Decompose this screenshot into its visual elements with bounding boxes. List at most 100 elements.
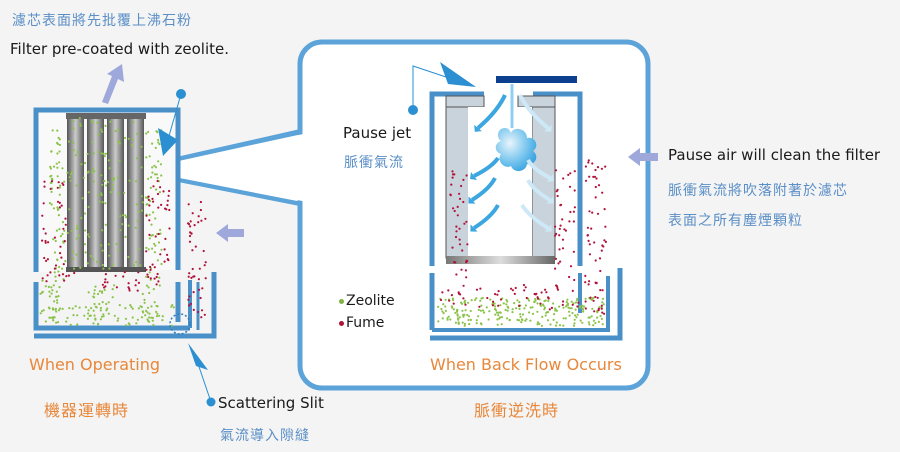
fume-particle [587, 159, 590, 162]
zeolite-particle [59, 235, 63, 238]
zeolite-particle [121, 214, 124, 217]
fume-particle [451, 170, 454, 173]
fume-particle [41, 277, 44, 280]
zeolite-particle [157, 141, 160, 144]
zeolite-particle [56, 321, 60, 324]
fume-particle [187, 275, 190, 278]
zeolite-particle [52, 319, 55, 322]
zeolite-particle [107, 312, 110, 315]
fume-particle [564, 229, 568, 232]
zeolite-particle [444, 309, 447, 312]
zeolite-particle [86, 152, 89, 156]
zeolite-particle [130, 305, 133, 309]
zeolite-particle [61, 267, 64, 270]
fume-particle [152, 200, 155, 203]
zeolite-particle [118, 159, 121, 162]
fume-particle [556, 286, 559, 290]
zeolite-particle [519, 313, 522, 316]
fume-particle [441, 291, 444, 294]
fume-particle [475, 288, 479, 291]
zeolite-particle [68, 208, 71, 211]
zeolite-particle [451, 299, 455, 302]
zeolite-particle [469, 318, 472, 321]
zeolite-particle [518, 301, 521, 304]
zeolite-particle [112, 177, 115, 180]
fume-particle [188, 272, 191, 275]
zeolite-particle [87, 291, 90, 294]
zeolite-particle [582, 310, 585, 313]
zeolite-particle [590, 315, 593, 318]
zeolite-particle [141, 292, 144, 296]
zeolite-particle [58, 143, 62, 146]
fume-particle [166, 253, 169, 256]
zeolite-particle [555, 321, 558, 324]
zeolite-particle [145, 284, 149, 287]
zeolite-particle [146, 311, 149, 314]
zeolite-particle [103, 155, 106, 158]
zeolite-particle [115, 243, 118, 246]
zeolite-particle [442, 303, 445, 306]
zeolite-particle [97, 150, 100, 153]
zeolite-particle [148, 237, 151, 240]
fume-particle [525, 296, 528, 300]
zeolite-particle [52, 238, 55, 241]
fume-particle [573, 206, 577, 209]
fume-particle [166, 204, 169, 207]
zeolite-particle [553, 313, 556, 316]
zeolite-particle [170, 305, 173, 308]
zeolite-particle [71, 307, 74, 310]
zeolite-particle [136, 219, 139, 223]
zeolite-particle [156, 259, 159, 262]
fume-particle [586, 226, 590, 229]
zeolite-particle [69, 173, 73, 176]
fume-particle [600, 307, 603, 310]
zeolite-particle [111, 263, 114, 266]
zeolite-particle [506, 317, 509, 320]
zeolite-particle [138, 247, 141, 250]
zeolite-particle [148, 271, 151, 274]
fume-particle [569, 172, 572, 175]
fume-particle [594, 196, 597, 199]
scattering-slit-label-en: Scattering Slit [218, 394, 324, 412]
fume-particle [461, 249, 464, 252]
zeolite-particle [49, 175, 52, 178]
fume-particle [458, 238, 461, 241]
zeolite-particle [590, 298, 594, 301]
zeolite-particle [601, 297, 605, 300]
zeolite-particle [536, 302, 539, 305]
fume-particle [58, 201, 61, 204]
fume-particle [134, 284, 137, 287]
fume-particle [462, 200, 465, 204]
zeolite-particle [148, 316, 151, 319]
fume-particle [145, 268, 148, 271]
zeolite-particle [127, 255, 130, 259]
fume-particle [568, 220, 571, 223]
fume-particle [187, 223, 191, 226]
zeolite-dot-icon [339, 298, 344, 304]
zeolite-particle [99, 318, 102, 321]
fume-particle [204, 277, 207, 280]
zeolite-particle [56, 208, 60, 211]
fume-particle [594, 185, 597, 189]
zeolite-particle [55, 295, 58, 298]
zeolite-particle [544, 299, 547, 302]
zeolite-particle [117, 192, 120, 195]
zeolite-particle [463, 299, 467, 302]
zeolite-particle [144, 314, 147, 317]
zeolite-particle [72, 148, 75, 152]
zeolite-particle [104, 152, 107, 155]
fume-particle [197, 221, 200, 224]
zeolite-particle [447, 315, 450, 318]
zeolite-particle [50, 203, 53, 206]
zeolite-particle [101, 301, 104, 304]
fume-particle [146, 273, 149, 276]
fume-particle [458, 227, 461, 230]
fume-particle [104, 278, 107, 281]
zeolite-particle [153, 173, 157, 176]
zeolite-particle [83, 314, 86, 317]
airflow-arrowhead-icon [468, 196, 476, 204]
zeolite-particle [547, 299, 550, 303]
zeolite-particle [68, 176, 71, 179]
fume-particle [464, 303, 467, 306]
zeolite-particle [83, 161, 87, 165]
